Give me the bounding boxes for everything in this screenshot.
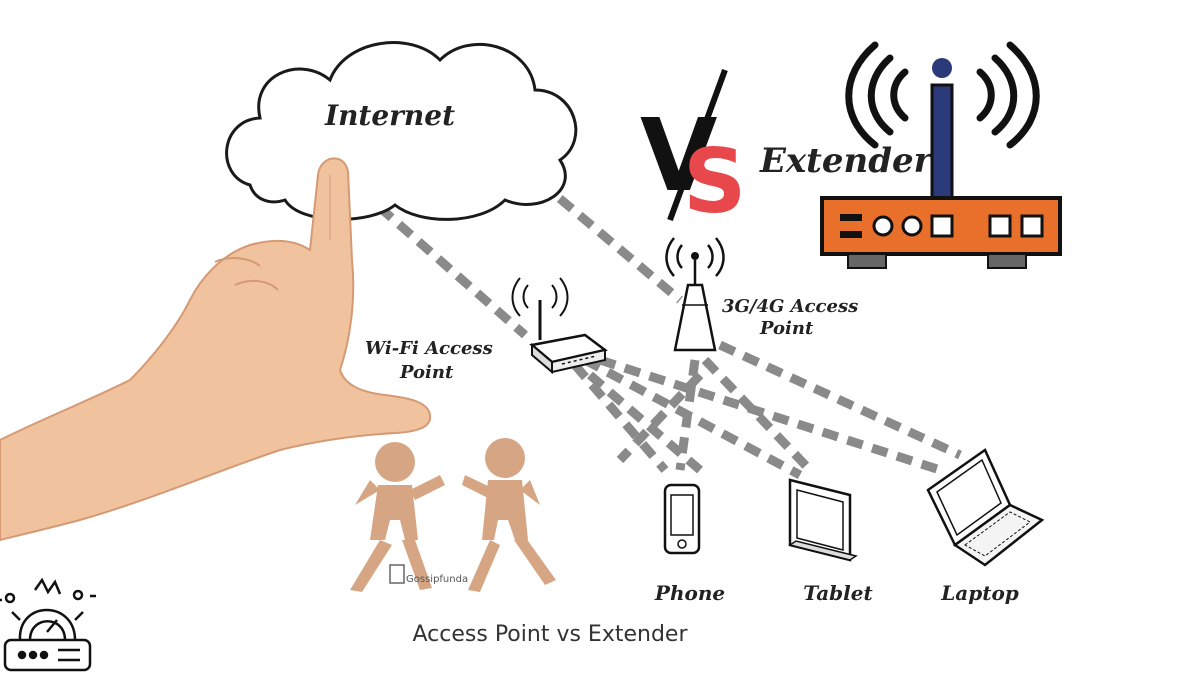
internet-cloud: Internet	[225, 41, 578, 221]
link-3g-laptop	[718, 340, 962, 460]
link-wifi-phone-a	[571, 362, 669, 473]
link-internet-wifi	[357, 186, 528, 339]
extender-label: Extender	[759, 141, 934, 181]
phone-icon	[663, 483, 701, 555]
watermark-text: Gossipfunda	[406, 574, 468, 585]
cell-access-point-icon	[665, 237, 725, 352]
hand-illustration	[0, 157, 432, 542]
link-wifi-laptop	[598, 355, 942, 475]
extender-router-icon	[820, 41, 1062, 269]
link-3g-cross	[616, 371, 704, 464]
diagram-caption: Access Point vs Extender	[412, 622, 688, 647]
phone-label: Phone	[654, 581, 725, 605]
tablet-label: Tablet	[803, 581, 873, 605]
link-3g-phone	[675, 359, 700, 471]
cell-ap-label-line2: Point	[759, 318, 814, 339]
laptop-icon	[926, 448, 1045, 567]
watermark-logo: Gossipfunda	[389, 564, 468, 585]
router-speed-logo-icon	[0, 577, 96, 672]
wifi-access-point-icon	[511, 277, 608, 375]
vs-s-letter: S	[683, 130, 746, 233]
tablet-icon	[788, 478, 858, 562]
wifi-ap-label-line1: Wi-Fi Access	[365, 338, 493, 359]
link-wifi-tablet	[582, 356, 803, 479]
internet-label: Internet	[324, 99, 455, 132]
cell-ap-label-line1: 3G/4G Access	[722, 296, 858, 317]
laptop-label: Laptop	[940, 581, 1019, 605]
wifi-ap-label-line2: Point	[399, 362, 454, 383]
vs-logo: V S Extender	[640, 68, 934, 233]
fighting-figures	[350, 438, 556, 592]
